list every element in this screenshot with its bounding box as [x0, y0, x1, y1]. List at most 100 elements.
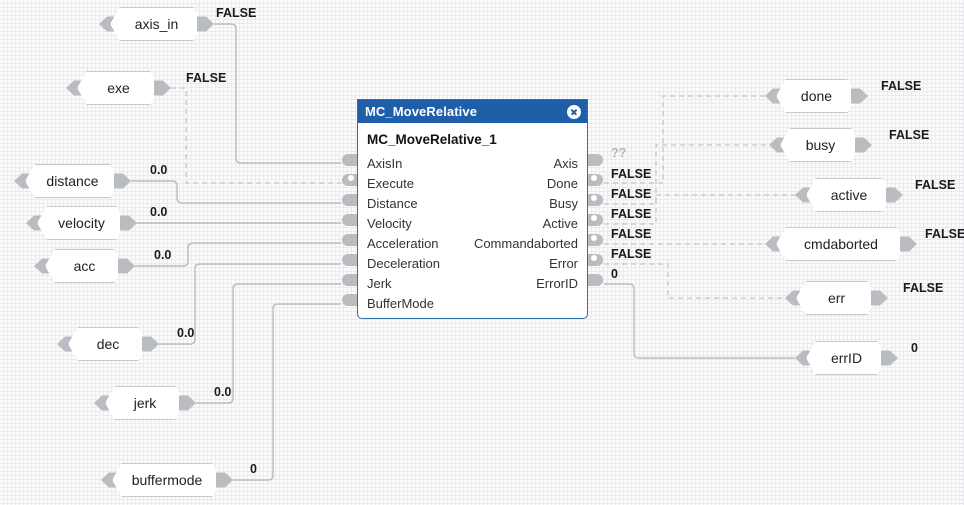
output-value-err-var: FALSE	[903, 281, 944, 295]
wire-active	[604, 194, 795, 225]
connector-nub-right	[142, 337, 159, 352]
var-body	[105, 386, 185, 420]
connector-nub-left	[769, 137, 786, 153]
output-value-done: FALSE	[611, 167, 652, 181]
input-pin-nub-acceleration[interactable]	[342, 234, 357, 246]
var-body	[776, 79, 857, 113]
output-pin-dot-active	[590, 214, 598, 222]
input-var-axis_in[interactable]: axis_in	[99, 7, 214, 41]
input-var-distance[interactable]: distance	[14, 164, 131, 198]
input-pin-nub-deceleration[interactable]	[342, 254, 357, 266]
input-var-jerk[interactable]: jerk	[94, 386, 196, 420]
connector-nub-right	[900, 237, 917, 252]
input-pin-nub-velocity[interactable]	[342, 214, 357, 226]
input-var-exe[interactable]: exe	[66, 71, 171, 105]
pin-row-distance-busy: Distance Busy	[342, 194, 603, 214]
output-value-active-var: FALSE	[915, 178, 956, 192]
output-pin-dot-busy	[590, 194, 598, 202]
connector-nub-right	[154, 81, 171, 96]
function-block-title: MC_MoveRelative	[365, 104, 478, 119]
output-var-active[interactable]: active	[795, 178, 903, 212]
var-body	[110, 7, 203, 41]
pin-row-execute-done: Execute Done	[342, 174, 603, 194]
pin-row-axisin-axis: AxisIn Axis	[342, 154, 603, 174]
input-var-label: jerk	[133, 395, 157, 411]
var-body	[37, 206, 126, 240]
input-pin-nub-buffermode[interactable]	[342, 294, 357, 306]
connector-nub-right	[179, 396, 196, 411]
output-value-errid-var: 0	[911, 341, 918, 355]
connector-nub-right	[881, 351, 898, 366]
output-value-error: FALSE	[611, 247, 652, 261]
connector-nub-right	[120, 216, 137, 231]
input-pin-label-distance: Distance	[367, 196, 418, 211]
input-pin-dot-execute	[347, 174, 355, 182]
input-value-buffermode: 0	[250, 462, 257, 476]
wire-busy	[604, 144, 769, 205]
input-var-label: dec	[96, 336, 120, 352]
output-var-label: active	[830, 187, 868, 203]
input-value-distance: 0.0	[150, 163, 168, 177]
connector-nub-left	[57, 336, 74, 352]
connector-nub-left	[765, 88, 782, 104]
connector-nub-right	[851, 89, 868, 104]
output-var-done[interactable]: done	[765, 79, 868, 113]
output-value-axis: ??	[611, 146, 627, 160]
function-block-instance-name: MC_MoveRelative_1	[367, 132, 497, 147]
input-var-velocity[interactable]: velocity	[26, 206, 137, 240]
connector-nub-left	[66, 80, 83, 96]
output-value-active: FALSE	[611, 207, 652, 221]
output-var-errid[interactable]: errID	[795, 341, 898, 375]
output-var-busy[interactable]: busy	[769, 128, 872, 162]
output-var-label: done	[800, 88, 833, 104]
input-pin-nub-distance[interactable]	[342, 194, 357, 206]
output-pin-nub-errorid[interactable]	[588, 274, 603, 286]
wire-distance	[131, 180, 341, 204]
input-var-dec[interactable]: dec	[57, 327, 159, 361]
var-body	[45, 249, 124, 283]
input-var-buffermode[interactable]: buffermode	[101, 463, 233, 497]
var-body	[806, 178, 892, 212]
connector-nub-left	[785, 290, 802, 306]
wire-buffermode	[233, 303, 341, 481]
input-var-acc[interactable]: acc	[34, 249, 135, 283]
output-var-cmdaborted[interactable]: cmdaborted	[765, 227, 917, 261]
input-value-velocity: 0.0	[150, 205, 168, 219]
pin-row-velocity-active: Velocity Active	[342, 214, 603, 234]
input-pin-label-axisin: AxisIn	[367, 156, 403, 171]
var-body	[112, 463, 222, 497]
connector-nub-right	[871, 291, 888, 306]
output-pin-nub-axis[interactable]	[588, 154, 603, 166]
wire-done	[604, 95, 765, 184]
pin-row-buffermode: BufferMode	[342, 294, 587, 314]
output-pin-label-errorid: ErrorID	[536, 276, 578, 291]
wire-acc	[135, 242, 341, 267]
wire-errid	[604, 283, 795, 359]
output-value-done-var: FALSE	[881, 79, 922, 93]
function-block-mc-moverelative[interactable]: MC_MoveRelative MC_MoveRelative_1 AxisIn…	[342, 99, 603, 319]
wire-dec	[159, 263, 341, 345]
connector-nub-left	[99, 16, 116, 32]
wire-jerk	[196, 283, 341, 404]
output-var-err[interactable]: err	[785, 281, 888, 315]
connector-nub-left	[26, 215, 43, 231]
output-value-commandaborted: FALSE	[611, 227, 652, 241]
connector-nub-right	[886, 188, 903, 203]
input-value-exe: FALSE	[186, 71, 227, 85]
connector-nub-left	[34, 258, 51, 274]
var-body	[796, 281, 877, 315]
close-icon[interactable]	[567, 104, 581, 119]
output-value-busy: FALSE	[611, 187, 652, 201]
input-value-jerk: 0.0	[214, 385, 232, 399]
input-value-dec: 0.0	[177, 326, 195, 340]
input-pin-nub-axisin[interactable]	[342, 154, 357, 166]
connector-nub-right	[197, 17, 214, 32]
output-var-label: cmdaborted	[804, 236, 878, 252]
pin-row-deceleration-error: Deceleration Error	[342, 254, 603, 274]
input-pin-label-buffermode: BufferMode	[367, 296, 434, 311]
pin-row-jerk-errorid: Jerk ErrorID	[342, 274, 603, 294]
input-pin-nub-jerk[interactable]	[342, 274, 357, 286]
input-var-label: acc	[73, 258, 96, 274]
output-var-label: busy	[805, 137, 836, 153]
output-var-label: errID	[830, 350, 863, 366]
